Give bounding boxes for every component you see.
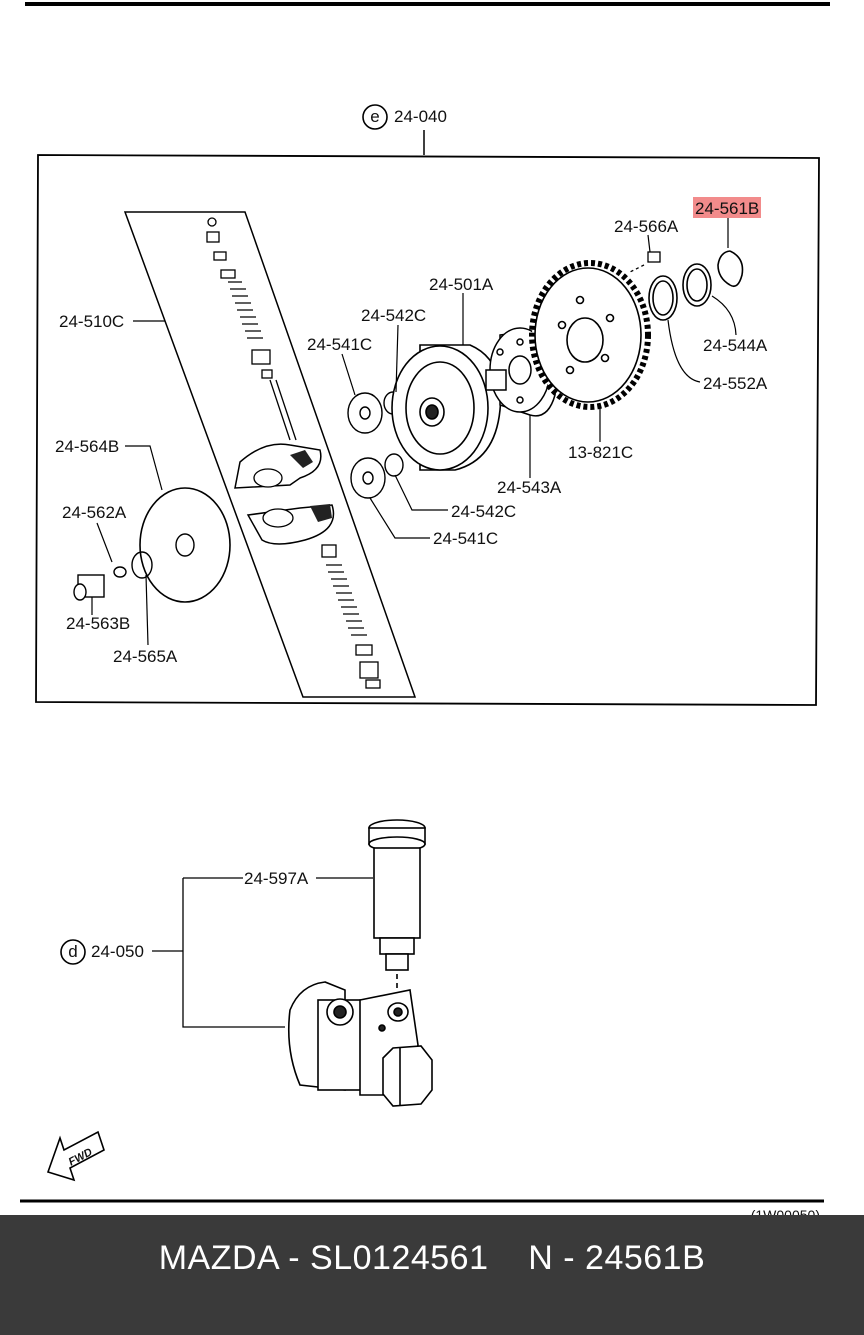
label-24-552a: 24-552A <box>703 374 768 393</box>
small-parts-left <box>73 551 153 601</box>
flyweight-lower <box>246 504 335 545</box>
highlight-box <box>693 197 761 218</box>
label-13-821c: 13-821C <box>568 443 633 462</box>
bolt <box>629 251 661 273</box>
label-24-564b: 24-564B <box>55 437 119 456</box>
label-24-510c: 24-510C <box>59 312 124 331</box>
assembly-frame <box>35 154 820 706</box>
label-24-566a: 24-566A <box>614 217 679 236</box>
label-24-562a: 24-562A <box>62 503 127 522</box>
label-24-501a: 24-501A <box>429 275 494 294</box>
figure-ref: (1W00050) <box>751 1207 820 1215</box>
spring-stack-upper <box>206 217 297 441</box>
drive-gear <box>529 260 651 410</box>
label-24-542c-bottom: 24-542C <box>451 502 516 521</box>
label-24-543a: 24-543A <box>497 478 562 497</box>
label-24-541c-bottom: 24-541C <box>433 529 498 548</box>
callouts <box>91 218 737 646</box>
rings <box>648 250 744 321</box>
label-24-597a: 24-597A <box>244 869 309 888</box>
parts-diagram: e 24-040 <box>20 2 830 1215</box>
group-e-part-label: 24-040 <box>394 107 447 126</box>
caption-bar: MAZDA - SL0124561 N - 24561B <box>0 1215 864 1335</box>
disc-plate <box>139 487 231 603</box>
label-24-563b: 24-563B <box>66 614 130 633</box>
group-d-callout: d 24-050 <box>60 877 373 1028</box>
group-e-symbol: e <box>370 107 379 126</box>
group-d-part-label: 24-050 <box>91 942 144 961</box>
feed-pump-body <box>287 981 433 1107</box>
flyweight-upper <box>234 443 322 489</box>
governor-panel <box>123 211 417 698</box>
governor-drum <box>391 344 502 471</box>
label-24-542c-top: 24-542C <box>361 306 426 325</box>
group-e-callout: e 24-040 <box>362 104 447 155</box>
label-24-565a: 24-565A <box>113 647 178 666</box>
fwd-arrow-icon: FWD <box>46 1130 105 1182</box>
group-e-circle <box>362 104 388 130</box>
caption-text: MAZDA - SL0124561 N - 24561B <box>158 1239 706 1277</box>
priming-pump <box>368 819 426 1005</box>
label-24-541c-top: 24-541C <box>307 335 372 354</box>
group-d-circle <box>60 939 86 965</box>
label-24-544a: 24-544A <box>703 336 768 355</box>
label-24-561b: 24-561B <box>695 199 759 218</box>
collars <box>347 391 404 499</box>
spring-stack-lower <box>321 544 381 689</box>
group-d-symbol: d <box>68 942 77 961</box>
